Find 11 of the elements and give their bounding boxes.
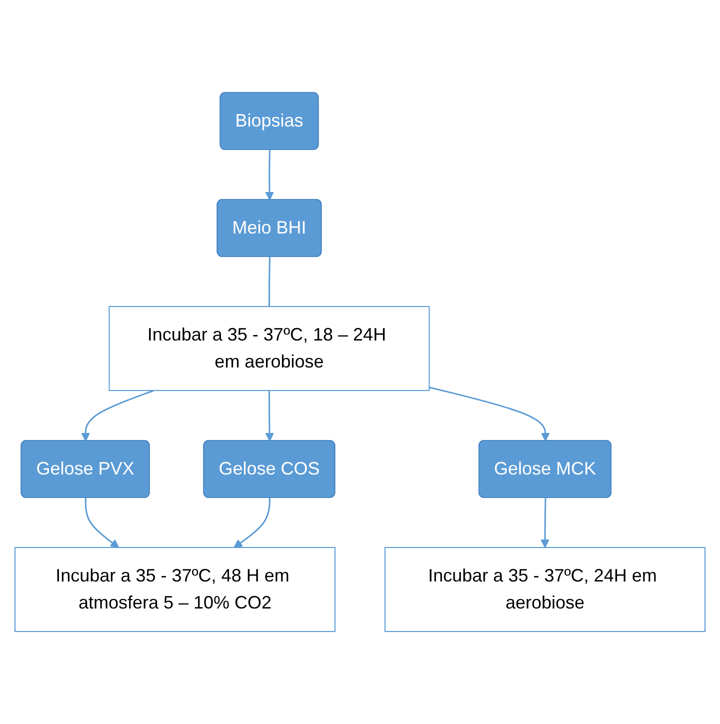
connector	[268, 256, 270, 306]
node-box: Incubar a 35 - 37ºC, 18 – 24H em aerobiose	[108, 306, 430, 391]
node-box: Incubar a 35 - 37ºC, 24H em aerobiose	[384, 547, 706, 632]
arrow	[234, 498, 270, 548]
arrow	[84, 498, 120, 548]
arrow	[265, 390, 274, 442]
arrow	[429, 386, 550, 442]
node-box: Incubar a 35 - 37ºC, 48 H em atmosfera 5 – 10% CO2	[14, 547, 336, 632]
arrow	[265, 150, 274, 200]
arrow	[81, 390, 154, 442]
arrow	[540, 498, 550, 548]
